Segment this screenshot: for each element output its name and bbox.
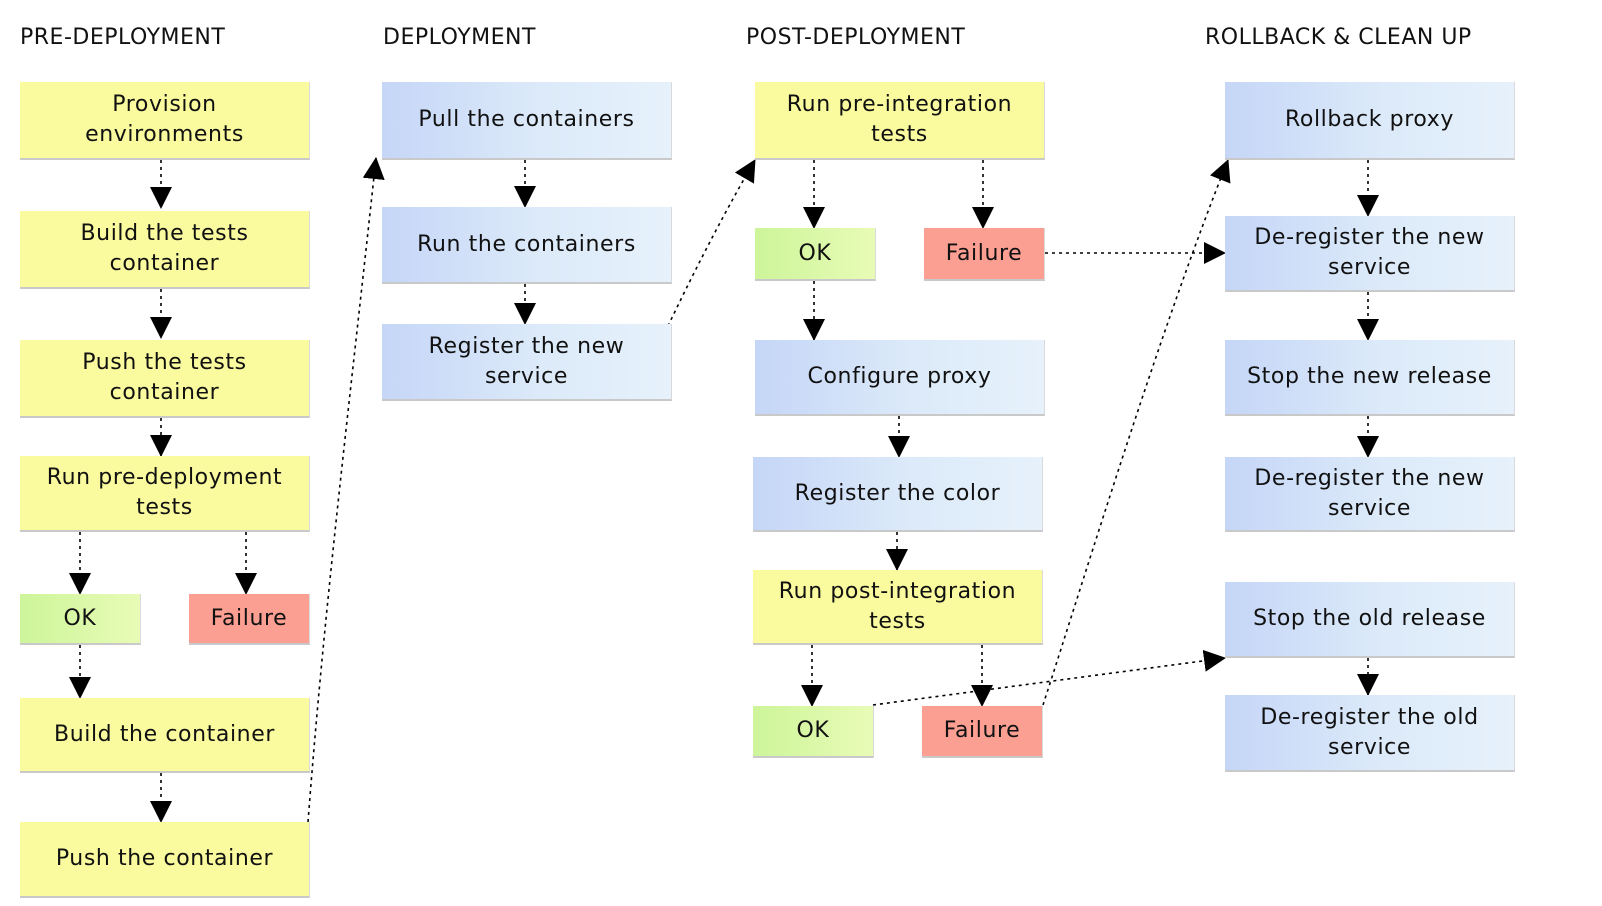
node-register-the-new-service: Register the new service (382, 324, 672, 401)
node-push-the-container: Push the container (20, 822, 310, 898)
edge-register-pre-integration (667, 159, 756, 327)
node-build-tests-container: Build the tests container (20, 211, 310, 289)
node-stop-the-new-release: Stop the new release (1225, 340, 1515, 416)
node-deregister-old-service: De-register the old service (1225, 695, 1515, 772)
node-rollback-proxy: Rollback proxy (1225, 82, 1515, 160)
node-push-tests-container: Push the tests container (20, 340, 310, 418)
node-stop-the-old-release: Stop the old release (1225, 582, 1515, 658)
node-pre-integration-ok: OK (755, 228, 876, 281)
edge-failure2-rollback-proxy (1042, 159, 1231, 706)
node-post-integration-failure: Failure (922, 706, 1043, 758)
node-register-the-color: Register the color (753, 457, 1043, 532)
node-pre-deploy-failure: Failure (189, 594, 310, 645)
node-run-the-containers: Run the containers (382, 207, 672, 284)
edge-push-container-pull (307, 157, 385, 823)
column-title-pre-deployment: PRE-DEPLOYMENT (20, 25, 226, 50)
node-provision-environments: Provision environments (20, 82, 310, 160)
node-pre-deploy-ok: OK (20, 594, 141, 645)
node-pull-the-containers: Pull the containers (382, 82, 672, 160)
node-post-integration-ok: OK (753, 706, 874, 758)
node-pre-integration-failure: Failure (924, 228, 1045, 281)
column-title-post-deployment: POST-DEPLOYMENT (746, 25, 966, 50)
edge-ok2-stop-old (872, 649, 1226, 706)
column-title-rollback: ROLLBACK & CLEAN UP (1205, 25, 1472, 50)
column-title-deployment: DEPLOYMENT (383, 25, 536, 50)
node-build-the-container: Build the container (20, 698, 310, 773)
node-run-pre-integration-tests: Run pre-integration tests (755, 82, 1045, 160)
node-run-pre-deployment-tests: Run pre-deployment tests (20, 456, 310, 532)
node-deregister-new-service-1: De-register the new service (1225, 216, 1515, 292)
node-deregister-new-service-2: De-register the new service (1225, 457, 1515, 532)
node-configure-proxy: Configure proxy (755, 340, 1045, 416)
node-run-post-integration-tests: Run post-integration tests (753, 570, 1043, 645)
